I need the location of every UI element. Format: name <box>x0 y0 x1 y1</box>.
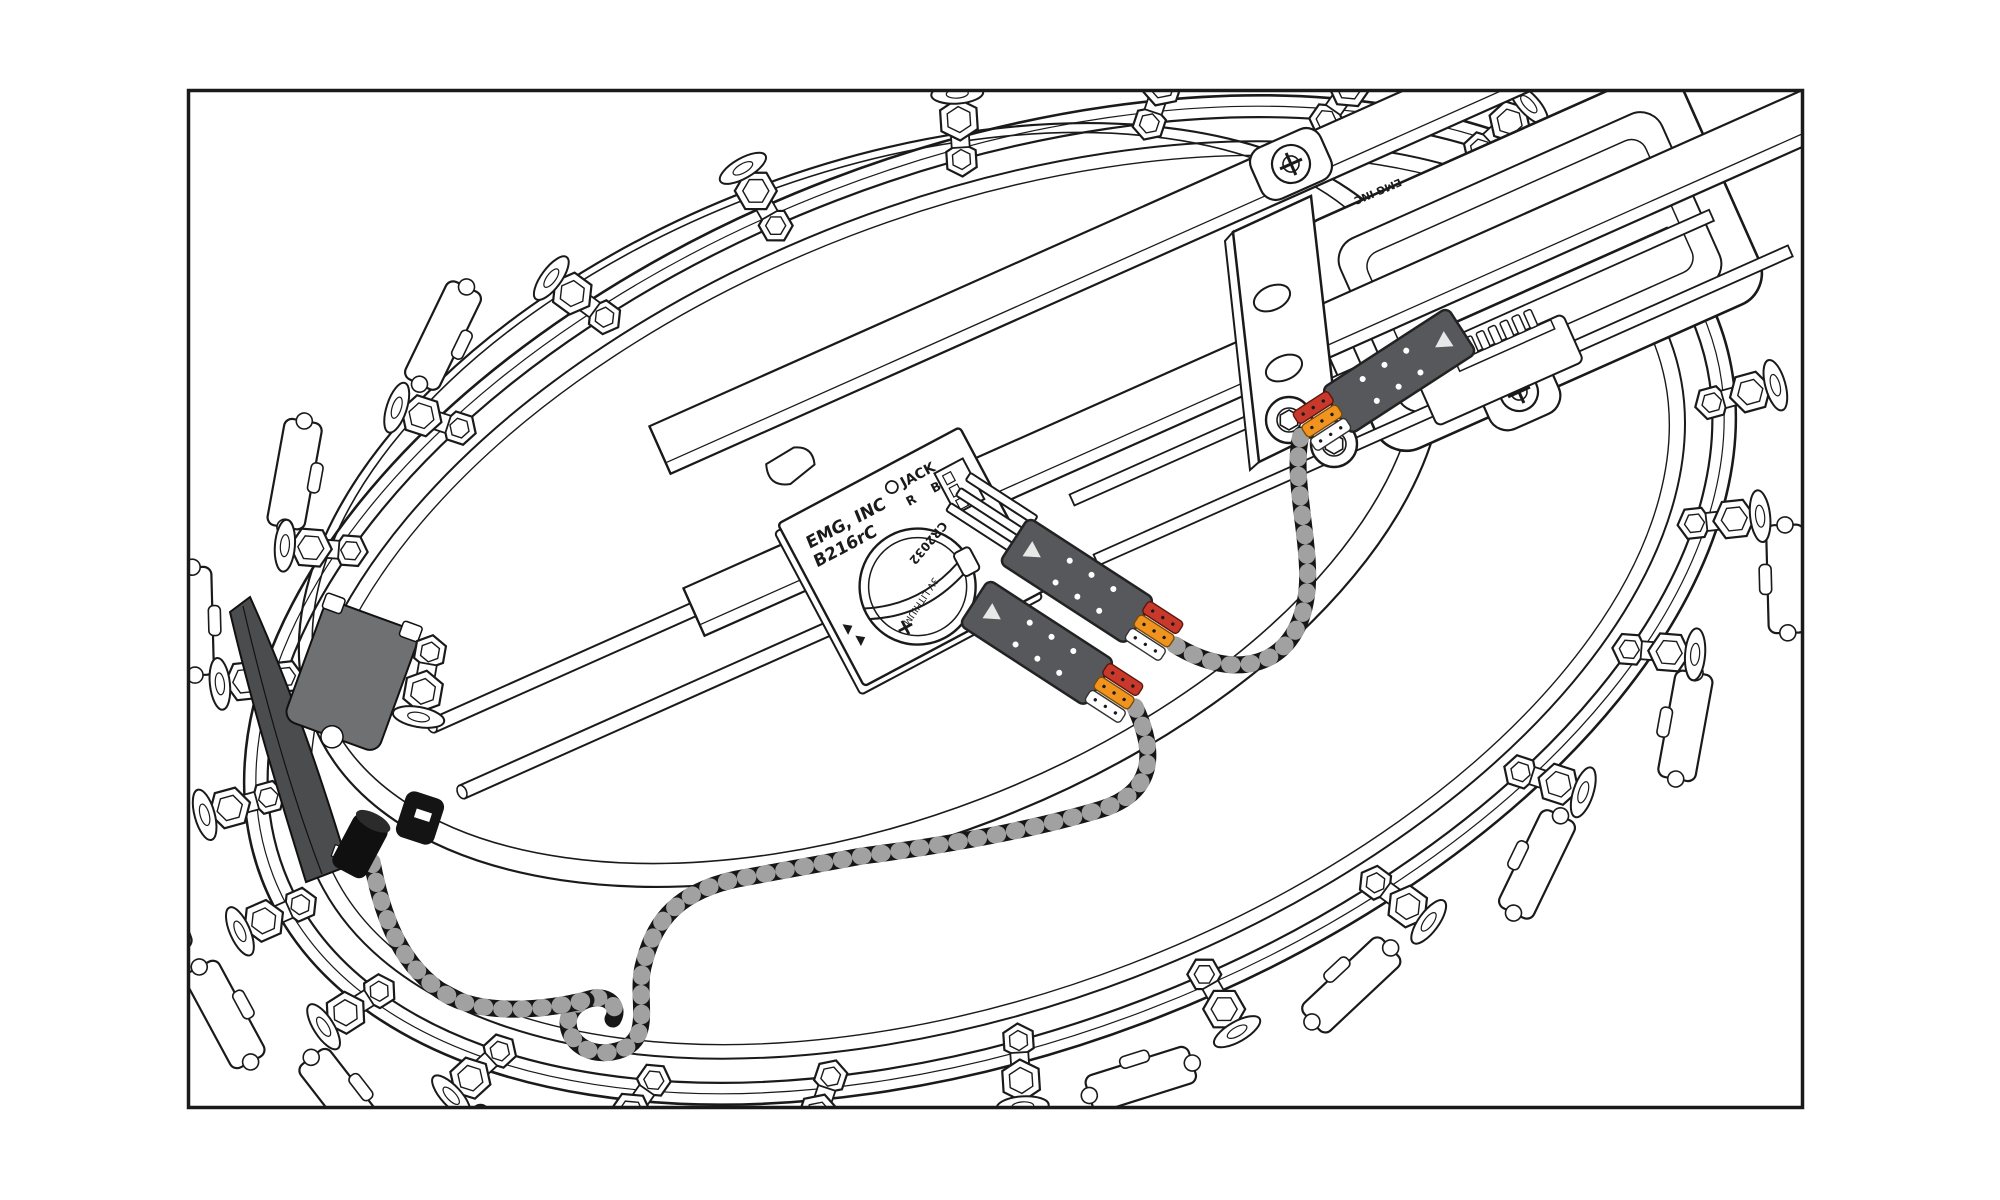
output-jack <box>332 809 391 879</box>
jack-pad <box>285 592 423 751</box>
pickup-header-mark-icon <box>842 624 853 635</box>
cable-segment-ticks <box>1166 426 1317 674</box>
hook-nut <box>990 1020 1051 1106</box>
hook-nut <box>1172 945 1266 1055</box>
tension-hoop-outer <box>266 116 1714 1084</box>
bracket-shoe <box>116 701 185 832</box>
cable-clip <box>395 791 445 845</box>
jack-mount-bracket <box>228 595 350 884</box>
bracket-shoe <box>640 1113 771 1200</box>
cable-segment-ticks <box>363 853 595 1018</box>
hook-nut <box>219 872 328 961</box>
bracket-shoe <box>1286 921 1411 1043</box>
bracket-shoe <box>290 1033 405 1106</box>
jack-header-pins <box>945 472 1038 555</box>
jack-cable <box>559 698 1157 1062</box>
hook-nut <box>1609 620 1709 683</box>
rail-pickup <box>1417 308 1583 426</box>
bracket-ridge <box>242 605 323 875</box>
bracket-shoe <box>1484 795 1583 930</box>
clamp-slot-upper <box>1252 283 1292 313</box>
mounting-rail-upper <box>647 92 1801 476</box>
hook-nut <box>1673 488 1774 553</box>
bracket-shoe <box>1793 367 1801 501</box>
jack-pigtail-cable <box>363 853 595 1018</box>
bracket-shoe <box>190 832 206 967</box>
cable-segment-ticks <box>559 698 1157 1062</box>
clamp-slot-lower <box>1264 353 1304 383</box>
hook-nut <box>271 517 371 580</box>
board-mount-hole <box>884 480 899 494</box>
cables <box>363 426 1317 1062</box>
hook-nut <box>780 1051 862 1106</box>
rim-band-line <box>255 105 1725 1095</box>
battery-clip-tab <box>953 546 981 577</box>
battery-clip-edge <box>863 562 959 610</box>
bracket-shoe <box>1646 658 1717 792</box>
hook-nut <box>714 145 808 255</box>
bracket-shoe <box>190 945 280 1080</box>
bracket-shoe <box>263 408 334 542</box>
hook-nut <box>1118 92 1200 149</box>
pickup-header-mark-icon <box>855 635 866 647</box>
hook-nut <box>300 959 409 1056</box>
clamp-bracket <box>1223 126 1562 473</box>
frame-border <box>186 88 1805 1110</box>
rail-clip-tab <box>765 446 816 486</box>
hook-nut <box>1687 356 1793 434</box>
battery-clip-edge <box>869 572 966 621</box>
bracket-shoe <box>855 1104 987 1106</box>
bracket-shoe <box>1072 1033 1207 1106</box>
output-jack-assembly <box>228 592 460 884</box>
rim-outer-edge <box>242 94 1738 1106</box>
